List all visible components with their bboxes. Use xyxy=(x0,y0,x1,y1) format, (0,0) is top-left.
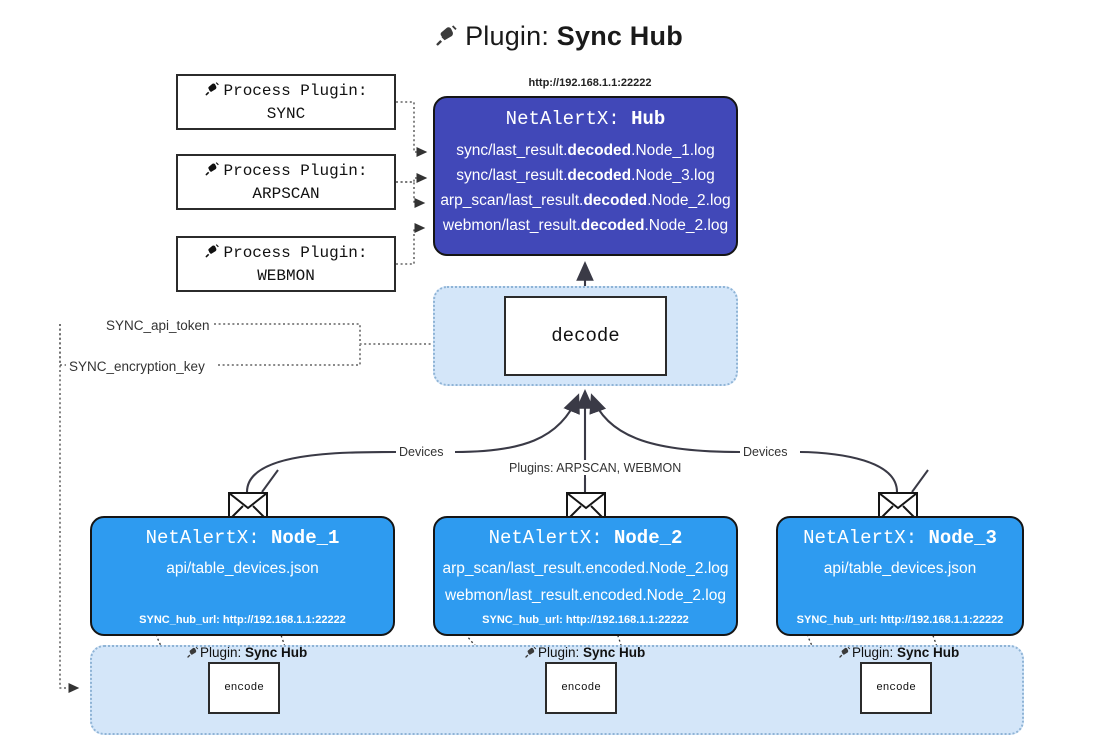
edge-label-encryption-key: SYNC_encryption_key xyxy=(66,359,208,374)
node-footer: SYNC_hub_url: http://192.168.1.1:22222 xyxy=(139,614,346,626)
plug-icon xyxy=(204,80,221,104)
hub-log-list: sync/last_result.decoded.Node_1.log sync… xyxy=(435,138,736,238)
log-pre: sync/last_result. xyxy=(456,167,568,184)
process-plugin-line1: Process Plugin: xyxy=(223,162,368,180)
process-plugin-line1: Process Plugin: xyxy=(223,244,368,262)
encode-box-1[interactable]: encode xyxy=(208,662,280,714)
node-title-name: Node_1 xyxy=(271,527,340,549)
edge-label-api-token: SYNC_api_token xyxy=(103,318,213,333)
log-post: .Node_1.log xyxy=(631,142,715,159)
log-pre: sync/last_result. xyxy=(456,142,568,159)
log-post: .Node_3.log xyxy=(631,167,715,184)
node-title-name: Node_3 xyxy=(928,527,997,549)
log-post: .Node_2.log xyxy=(647,192,731,209)
node-box-node-1[interactable]: NetAlertX: Node_1 api/table_devices.json… xyxy=(90,516,395,636)
log-mid: decoded xyxy=(567,167,632,184)
plug-icon xyxy=(204,160,221,184)
node-line: api/table_devices.json xyxy=(166,560,319,577)
title-prefix: Plugin: xyxy=(465,21,557,51)
process-plugin-line2: WEBMON xyxy=(257,266,315,285)
node-footer: SYNC_hub_url: http://192.168.1.1:22222 xyxy=(796,614,1004,626)
node-title: NetAlertX: Node_2 xyxy=(435,527,736,549)
decode-box[interactable]: decode xyxy=(504,296,667,376)
node-title-prefix: NetAlertX: xyxy=(803,527,929,549)
log-pre: arp_scan/last_result. xyxy=(440,192,584,209)
process-plugin-box-webmon[interactable]: Process Plugin: WEBMON xyxy=(176,236,396,292)
title-name: Sync Hub xyxy=(556,21,683,51)
hub-log-row: sync/last_result.decoded.Node_3.log xyxy=(435,163,736,188)
plug-icon xyxy=(434,21,460,57)
plug-icon xyxy=(186,645,200,660)
encoder-label-3: Plugin: Sync Hub xyxy=(838,645,959,660)
node-title: NetAlertX: Node_3 xyxy=(778,527,1022,549)
process-plugin-box-arpscan[interactable]: Process Plugin: ARPSCAN xyxy=(176,154,396,210)
log-mid: decoded xyxy=(580,217,645,234)
encoder-label-name: Sync Hub xyxy=(583,645,646,660)
hub-title-prefix: NetAlertX: xyxy=(505,108,632,130)
envelope-icon xyxy=(878,492,918,527)
encode-box-3[interactable]: encode xyxy=(860,662,932,714)
node-line: webmon/last_result.encoded.Node_2.log xyxy=(445,587,726,604)
process-plugin-box-sync[interactable]: Process Plugin: SYNC xyxy=(176,74,396,130)
log-mid: decoded xyxy=(583,192,648,209)
encode-box-2[interactable]: encode xyxy=(545,662,617,714)
hub-url-label: http://192.168.1.1:22222 xyxy=(528,77,652,89)
encoder-label-prefix: Plugin: xyxy=(538,645,584,660)
plug-icon xyxy=(838,645,852,660)
edge-label-devices-left: Devices xyxy=(396,445,447,459)
page-title: Plugin: Sync Hub xyxy=(0,18,1117,57)
node-title: NetAlertX: Node_1 xyxy=(92,527,393,549)
encoder-label-2: Plugin: Sync Hub xyxy=(524,645,645,660)
process-plugin-line1: Process Plugin: xyxy=(223,82,368,100)
encoder-label-prefix: Plugin: xyxy=(852,645,898,660)
log-post: .Node_2.log xyxy=(644,217,729,234)
node-title-name: Node_2 xyxy=(614,527,683,549)
node-line-list: api/table_devices.json xyxy=(92,555,393,582)
node-line-list: arp_scan/last_result.encoded.Node_2.log … xyxy=(435,555,736,609)
log-pre: webmon/last_result. xyxy=(442,217,581,234)
node-title-prefix: NetAlertX: xyxy=(145,527,271,549)
encoder-label-1: Plugin: Sync Hub xyxy=(186,645,307,660)
plug-icon xyxy=(204,242,221,266)
process-plugin-line2: ARPSCAN xyxy=(252,184,320,203)
encoder-label-name: Sync Hub xyxy=(245,645,308,660)
hub-log-row: webmon/last_result.decoded.Node_2.log xyxy=(435,213,736,238)
node-box-node-3[interactable]: NetAlertX: Node_3 api/table_devices.json… xyxy=(776,516,1024,636)
node-title-prefix: NetAlertX: xyxy=(488,527,614,549)
log-mid: decoded xyxy=(567,142,632,159)
hub-log-row: arp_scan/last_result.decoded.Node_2.log xyxy=(435,188,736,213)
hub-title-name: Hub xyxy=(631,108,666,130)
encoder-label-prefix: Plugin: xyxy=(200,645,246,660)
node-line: arp_scan/last_result.encoded.Node_2.log xyxy=(442,560,729,577)
encoder-label-name: Sync Hub xyxy=(897,645,960,660)
envelope-icon xyxy=(566,492,606,527)
edge-label-plugins: Plugins: ARPSCAN, WEBMON xyxy=(506,461,685,475)
node-line-list: api/table_devices.json xyxy=(778,555,1022,582)
process-plugin-line2: SYNC xyxy=(266,104,306,123)
node-footer: SYNC_hub_url: http://192.168.1.1:22222 xyxy=(482,614,689,626)
node-box-node-2[interactable]: NetAlertX: Node_2 arp_scan/last_result.e… xyxy=(433,516,738,636)
plug-icon xyxy=(524,645,538,660)
edge-label-devices-right: Devices xyxy=(740,445,791,459)
hub-log-row: sync/last_result.decoded.Node_1.log xyxy=(435,138,736,163)
node-line: api/table_devices.json xyxy=(823,560,977,577)
hub-node[interactable]: NetAlertX: Hub sync/last_result.decoded.… xyxy=(433,96,738,256)
hub-title: NetAlertX: Hub xyxy=(435,108,736,130)
